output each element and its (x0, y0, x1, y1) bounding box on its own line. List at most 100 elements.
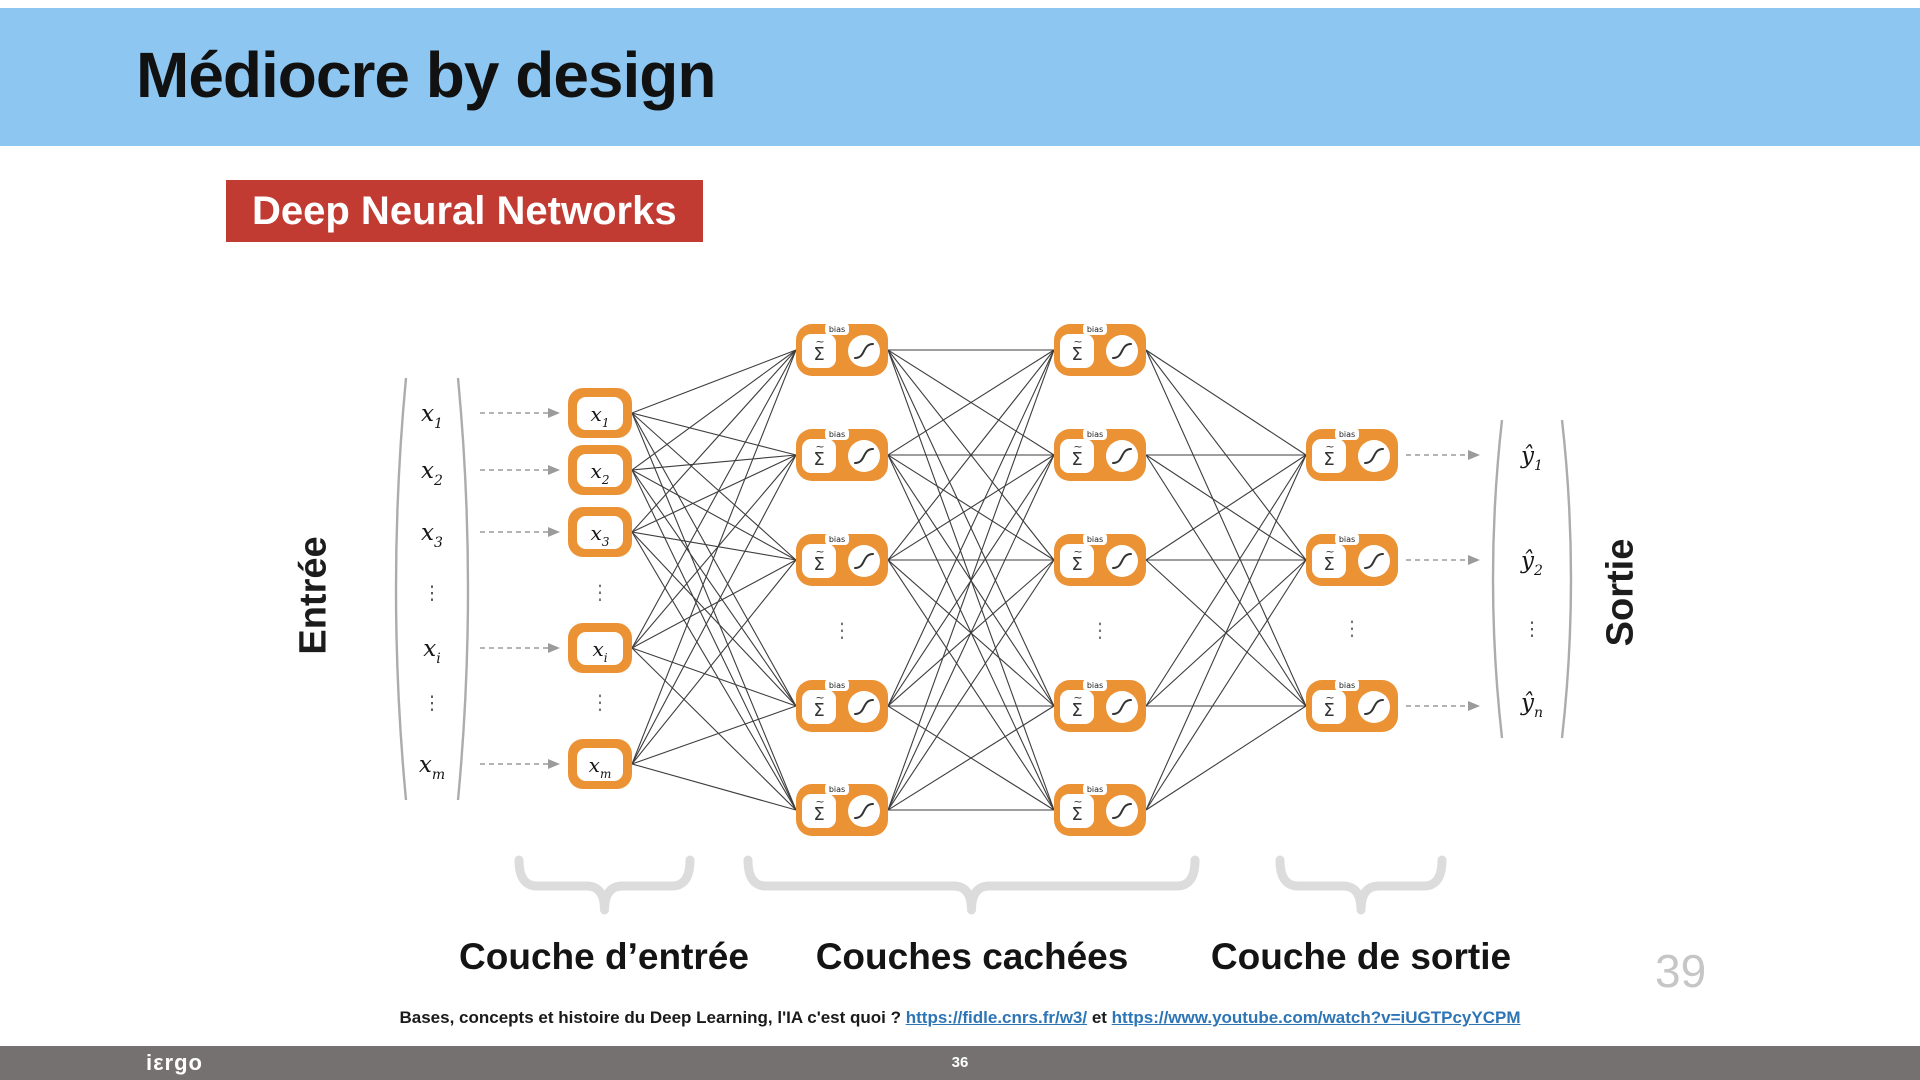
input-node: x2 (568, 445, 632, 495)
input-node: xm (568, 739, 632, 789)
svg-text:~: ~ (1073, 691, 1082, 704)
bias-label: bias (1087, 785, 1103, 794)
math-label: x3 (421, 520, 443, 551)
bias-tag (825, 428, 849, 440)
svg-text:~: ~ (1325, 440, 1334, 453)
bias-label: bias (1087, 325, 1103, 334)
sum-box (802, 544, 836, 578)
right-parenthesis (1560, 419, 1573, 739)
bias-tag (1335, 428, 1359, 440)
bias-tag (1083, 679, 1107, 691)
math-label: x3 (591, 521, 610, 549)
sum-box (1312, 439, 1346, 473)
svg-text:~: ~ (1325, 691, 1334, 704)
sum-symbol: Σ (1323, 554, 1334, 575)
bias-label: bias (829, 325, 845, 334)
math-label: ŷ2 (1520, 548, 1543, 579)
svg-text:~: ~ (815, 795, 824, 808)
layer-connections (631, 349, 1307, 811)
sigmoid-curve (1112, 699, 1132, 715)
right-parenthesis (456, 377, 470, 801)
fidle-link[interactable]: https://fidle.cnrs.fr/w3/ (905, 1008, 1088, 1027)
sigmoid-curve (854, 553, 874, 569)
sigmoid-curve (854, 343, 874, 359)
youtube-link[interactable]: https://www.youtube.com/watch?v=iUGTPcyY… (1111, 1008, 1521, 1027)
sum-box (1060, 334, 1094, 368)
neuron-node: Σ~bias (1306, 679, 1398, 732)
sum-symbol: Σ (813, 449, 824, 470)
math-label: x2 (421, 458, 443, 489)
neuron-node: Σ~bias (796, 783, 888, 836)
sum-symbol: Σ (813, 554, 824, 575)
left-parenthesis (394, 377, 408, 801)
neuron-node: Σ~bias (796, 679, 888, 732)
input-node: x1 (568, 388, 632, 438)
flow-arrows (480, 408, 1480, 769)
ellipsis-dots: ⋮ (1090, 618, 1110, 642)
sum-symbol: Σ (813, 344, 824, 365)
sum-symbol: Σ (1071, 700, 1082, 721)
ellipsis-dots: ⋮ (832, 618, 852, 642)
sigmoid-curve (1364, 699, 1384, 715)
citation-line: Bases, concepts et histoire du Deep Lear… (0, 1008, 1920, 1028)
neuron-node: Σ~ bias (796, 533, 888, 586)
sigmoid-curve (1112, 448, 1132, 464)
bias-label: bias (829, 535, 845, 544)
bias-label: bias (1087, 535, 1103, 544)
bias-label: bias (829, 681, 845, 690)
svg-text:~: ~ (1073, 440, 1082, 453)
page-number: 36 (951, 1054, 969, 1071)
svg-text:~: ~ (1325, 545, 1334, 558)
title-bar: Médiocre by design (0, 8, 1920, 146)
neuron-node: Σ~ bias (1306, 533, 1398, 586)
bias-tag (825, 783, 849, 795)
sum-box (1060, 439, 1094, 473)
top-margin (0, 0, 1920, 8)
sum-box (1060, 690, 1094, 724)
network-nodes: ⋮⋮x1x2x3xixm⋮Σ~biasΣ~biasΣ~biasΣ~biasΣ~b… (568, 323, 1398, 836)
bias-tag (1083, 783, 1107, 795)
sigmoid-curve (1112, 553, 1132, 569)
bias-tag (825, 323, 849, 335)
sum-symbol: Σ (1323, 700, 1334, 721)
input-node: x3 (568, 507, 632, 557)
math-label: xi (423, 636, 440, 667)
math-label: xm (589, 753, 612, 781)
group-braces (514, 855, 1447, 915)
slide-title: Médiocre by design (136, 39, 716, 111)
sum-box (1312, 690, 1346, 724)
bias-label: bias (1339, 535, 1355, 544)
sum-symbol: Σ (1071, 554, 1082, 575)
bias-tag (1335, 679, 1359, 691)
sum-box (802, 334, 836, 368)
group-label-input-layer: Couche d’entrée (459, 936, 749, 977)
sum-box (1060, 544, 1094, 578)
ellipsis-dots: ⋮ (590, 690, 610, 714)
math-label: ŷ1 (1520, 443, 1543, 474)
neuron-node: Σ~bias (1054, 428, 1146, 481)
ellipsis-dots: ⋮ (423, 582, 442, 604)
iergo-logo: iεrgo (146, 1050, 203, 1075)
sum-symbol: Σ (1323, 449, 1334, 470)
sum-box (1312, 544, 1346, 578)
neuron-node: Σ~bias (1054, 323, 1146, 376)
math-label: x1 (591, 402, 610, 430)
svg-text:~: ~ (1073, 795, 1082, 808)
svg-text:~: ~ (815, 545, 824, 558)
sum-box (802, 439, 836, 473)
sigmoid-curve (854, 803, 874, 819)
math-label: ŷn (1520, 690, 1543, 721)
bias-tag (1083, 533, 1107, 545)
left-parenthesis (1491, 419, 1504, 739)
ellipsis-dots: ⋮ (590, 580, 610, 604)
bias-tag (1083, 323, 1107, 335)
svg-text:~: ~ (1073, 545, 1082, 558)
svg-text:~: ~ (815, 335, 824, 348)
sum-box (802, 690, 836, 724)
bias-label: bias (1087, 681, 1103, 690)
neuron-node: Σ~bias (1306, 428, 1398, 481)
input-axis-label: Entrée (292, 536, 335, 655)
sum-box (1060, 794, 1094, 828)
